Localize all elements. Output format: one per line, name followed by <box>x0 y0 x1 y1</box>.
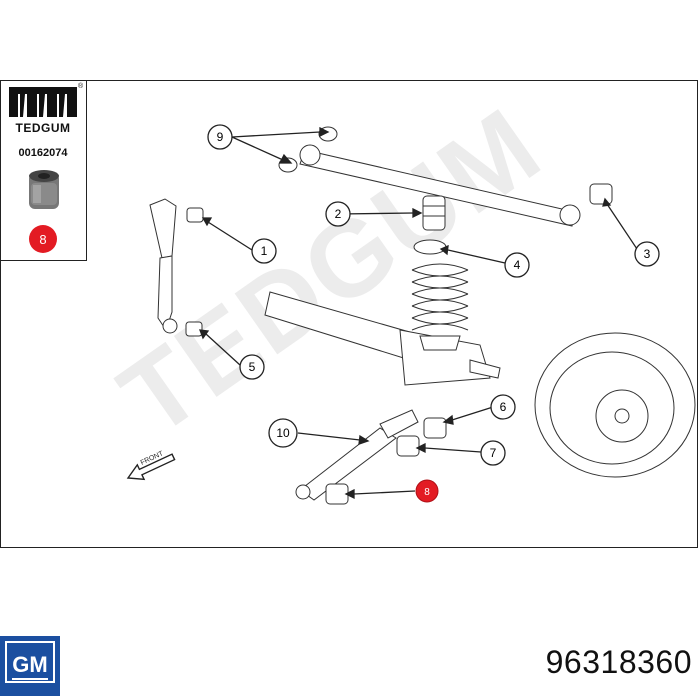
diagram-frame <box>0 80 698 548</box>
callout-5: 5 <box>239 354 265 380</box>
bushing-6 <box>423 417 447 439</box>
callout-8-highlight: 8 <box>415 479 439 503</box>
brand-name: TEDGUM <box>15 121 71 135</box>
part-number: 96318360 <box>545 644 692 680</box>
brand-panel-art: 8 <box>9 87 77 253</box>
brand-code: 00162074 <box>18 147 68 159</box>
svg-text:5: 5 <box>249 360 256 374</box>
callout-3: 3 <box>634 241 660 267</box>
svg-text:2: 2 <box>335 207 342 221</box>
brand-panel: 8 ® TEDGUM 00162074 <box>0 80 87 261</box>
shock-absorber <box>149 198 178 334</box>
svg-text:8: 8 <box>39 232 46 247</box>
bushing-5 <box>185 321 203 337</box>
bushing-7 <box>396 435 420 457</box>
svg-text:6: 6 <box>500 400 507 414</box>
coil-spring <box>411 263 469 351</box>
svg-text:3: 3 <box>644 247 651 261</box>
callout-4: 4 <box>504 252 530 278</box>
bushing-1 <box>186 207 204 223</box>
svg-text:7: 7 <box>490 446 497 460</box>
bushing-product-image <box>29 170 59 209</box>
callout-7: 7 <box>480 440 506 466</box>
gm-logo-text: GM <box>12 652 47 677</box>
wheel <box>534 332 696 478</box>
callout-6: 6 <box>490 394 516 420</box>
callout-1: 1 <box>251 238 277 264</box>
callout-9: 9 <box>207 124 233 150</box>
bushing-3 <box>589 183 613 205</box>
svg-text:1: 1 <box>261 244 268 258</box>
tedgum-logo <box>9 87 77 117</box>
upper-rod <box>299 144 581 227</box>
bump-stop-part <box>422 195 446 231</box>
registered-mark: ® <box>78 83 84 90</box>
callout-10: 10 <box>268 418 298 448</box>
callout-2: 2 <box>325 201 351 227</box>
gm-logo: GM <box>0 636 60 696</box>
svg-text:4: 4 <box>514 258 521 272</box>
svg-text:8: 8 <box>424 487 430 498</box>
svg-text:9: 9 <box>217 130 224 144</box>
part-badge: 8 <box>29 225 57 253</box>
svg-text:10: 10 <box>276 426 290 440</box>
suspension-exploded-diagram: TEDGUM <box>99 84 696 505</box>
spring-seat-part <box>413 239 447 255</box>
lower-arm <box>295 409 419 501</box>
